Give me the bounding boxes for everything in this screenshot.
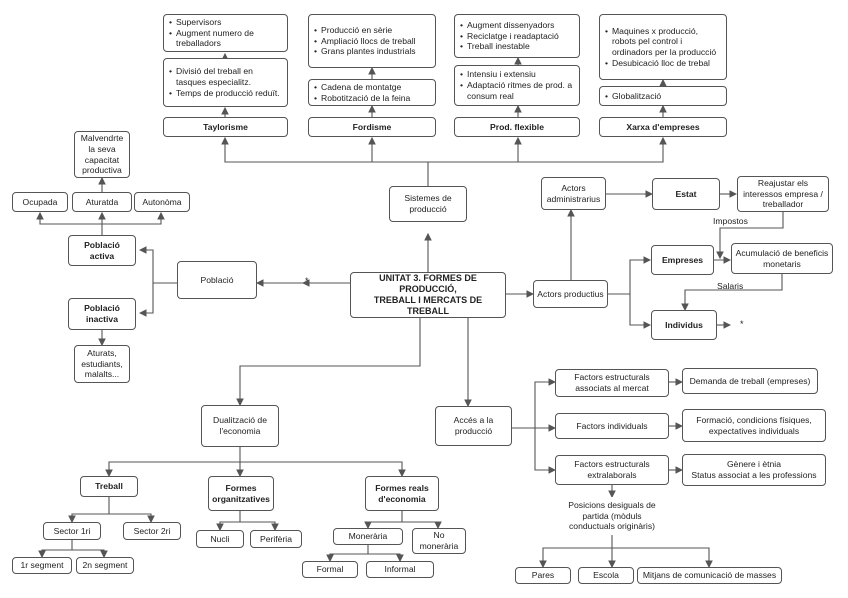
demanda-node: Demanda de treball (empreses) bbox=[682, 368, 818, 394]
sistemes-node: Sistemes de producció bbox=[389, 186, 467, 222]
prodflexible-features-1: Augment dissenyadorsReciclatge i readapt… bbox=[454, 14, 580, 58]
list-item: Globalització bbox=[605, 91, 661, 102]
sector2-node: Sector 2ri bbox=[123, 522, 181, 540]
formacio-node: Formació, condicions físiques, expectati… bbox=[682, 409, 826, 442]
factors-ind-node: Factors individuals bbox=[555, 413, 669, 439]
impostos-label: Impostos bbox=[713, 216, 748, 226]
informal-node: Informal bbox=[366, 561, 434, 578]
formes-reals-node: Formes reals d'economia bbox=[365, 476, 439, 511]
xarxa-features-1: Maquines x producció, robots pel control… bbox=[599, 14, 727, 80]
empreses-node: Empreses bbox=[651, 245, 714, 275]
periferia-node: Perifèria bbox=[250, 530, 302, 548]
monetaria-node: Monerària bbox=[333, 528, 403, 545]
list-item: Ampliació llocs de treball bbox=[314, 36, 416, 47]
list-item: Robotització de la feina bbox=[314, 93, 410, 104]
dualitzacio-node: Dualització de l'economia bbox=[201, 405, 279, 447]
list-item: Adaptació ritmes de prod. a consum real bbox=[460, 80, 576, 101]
poblacio-star: * bbox=[305, 276, 309, 286]
mitjans-node: Mitjans de comunicació de masses bbox=[637, 567, 782, 584]
fordisme-features-2: Cadena de montatgeRobotització de la fei… bbox=[308, 79, 436, 106]
taylorisme-node: Taylorisme bbox=[163, 117, 288, 137]
list-item: Cadena de montatge bbox=[314, 82, 410, 93]
list-item: Desubicació lloc de trebal bbox=[605, 58, 723, 69]
nucli-node: Nucli bbox=[196, 530, 244, 548]
taylorisme-features-2: Divisió del treball en tasques especiali… bbox=[163, 58, 288, 107]
list-item: Grans plantes industrials bbox=[314, 46, 416, 57]
list-item: Supervisors bbox=[169, 17, 284, 28]
list-item: Temps de producció reduït. bbox=[169, 88, 284, 99]
formes-org-node: Formes organitzatives bbox=[208, 476, 274, 511]
list-item: Augment numero de treballadors bbox=[169, 28, 284, 49]
poblacio-node: Població bbox=[177, 261, 257, 299]
posicions-node: Posicions desiguals de partida (mòduls c… bbox=[556, 497, 668, 535]
activa-node: Població activa bbox=[68, 235, 136, 266]
acumulacio-node: Acumulació de beneficis monetaris bbox=[731, 243, 833, 274]
estat-node: Estat bbox=[652, 178, 720, 210]
individus-node: Individus bbox=[651, 310, 717, 340]
list-item: Maquines x producció, robots pel control… bbox=[605, 26, 723, 58]
xarxa-features-2: Globalització bbox=[599, 86, 727, 106]
aturatda-node: Aturatda bbox=[72, 192, 132, 212]
seg1-node: 1r segment bbox=[12, 557, 72, 574]
malvendre-node: Malvendrte la seva capacitat productiva bbox=[74, 131, 130, 178]
list-item: Augment dissenyadors bbox=[460, 20, 559, 31]
actors-prod-node: Actors productius bbox=[533, 280, 608, 308]
actors-admin-node: Actors administrarius bbox=[541, 177, 606, 210]
escola-node: Escola bbox=[578, 567, 634, 584]
formal-node: Formal bbox=[302, 561, 358, 578]
prodflexible-node: Prod. flexible bbox=[454, 117, 580, 137]
autonoma-node: Autonòma bbox=[134, 192, 190, 212]
salaris-label: Salaris bbox=[717, 281, 744, 291]
nomonetaria-node: No monerària bbox=[412, 528, 466, 554]
inactiva-node: Població inactiva bbox=[68, 298, 136, 330]
individus-star: * bbox=[740, 319, 744, 329]
seg2-node: 2n segment bbox=[76, 557, 134, 574]
list-item: Producció en sèrie bbox=[314, 25, 416, 36]
list-item: Divisió del treball en tasques especiali… bbox=[169, 66, 284, 87]
genere-node: Gènere i ètnia Status associat a les pro… bbox=[682, 454, 826, 486]
factors-extra-node: Factors estructurals extralaborals bbox=[555, 455, 669, 485]
fordisme-node: Fordisme bbox=[308, 117, 436, 137]
ocupada-node: Ocupada bbox=[12, 192, 68, 212]
central-node: UNITAT 3. FORMES DE PRODUCCIÓ, TREBALL I… bbox=[350, 272, 506, 318]
xarxa-node: Xarxa d'empreses bbox=[599, 117, 727, 137]
factors-estr-mercat-node: Factors estructurals associats al mercat bbox=[555, 369, 669, 397]
aturats-node: Aturats, estudiants, malalts... bbox=[74, 345, 130, 383]
list-item: Treball inestable bbox=[460, 41, 559, 52]
sector1-node: Sector 1ri bbox=[43, 522, 101, 540]
list-item: Reciclatge i readaptació bbox=[460, 31, 559, 42]
fordisme-features-1: Producció en sèrieAmpliació llocs de tre… bbox=[308, 14, 436, 68]
list-item: Intensiu i extensiu bbox=[460, 69, 576, 80]
pares-node: Pares bbox=[515, 567, 571, 584]
reajustar-node: Reajustar els interessos empresa / treba… bbox=[737, 176, 829, 212]
acces-node: Accés a la producció bbox=[435, 406, 512, 446]
prodflexible-features-2: Intensiu i extensiuAdaptació ritmes de p… bbox=[454, 65, 580, 106]
treball-node: Treball bbox=[80, 476, 138, 497]
taylorisme-features-1: SupervisorsAugment numero de treballador… bbox=[163, 14, 288, 52]
